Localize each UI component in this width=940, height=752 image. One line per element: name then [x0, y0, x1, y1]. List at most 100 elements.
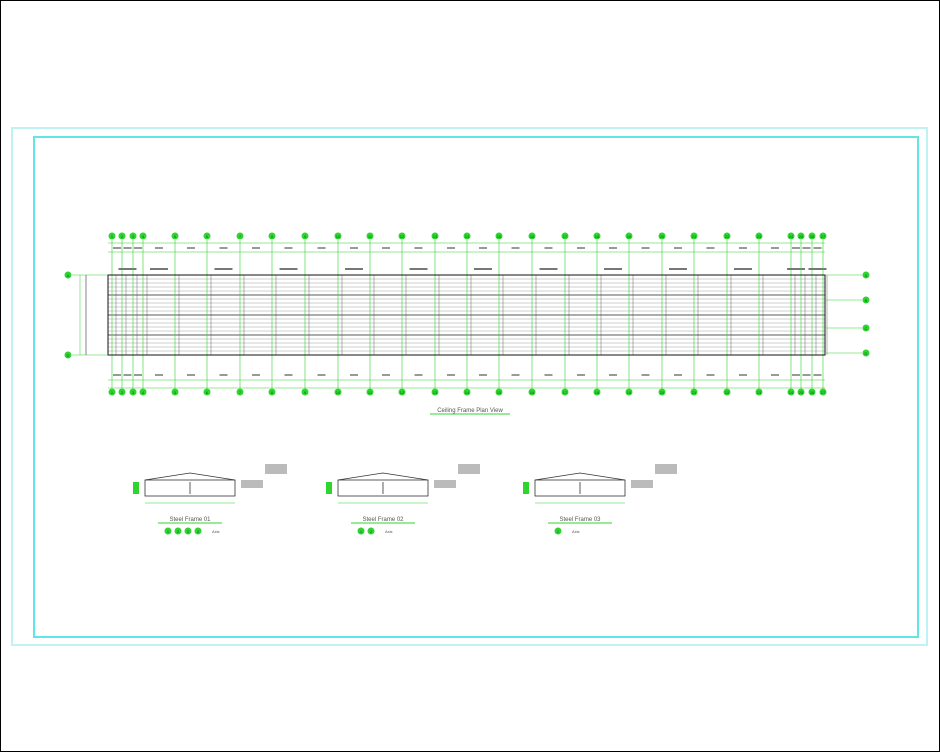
column-axis-bubble-bottom-label: 19: [627, 390, 632, 395]
dimension-text: [219, 247, 228, 249]
column-axis-bubble-bottom-label: 26: [810, 390, 815, 395]
section-axis-bubble-label: 1: [557, 529, 560, 534]
column-axis-bubble-top-label: 12: [400, 234, 405, 239]
dimension-text: [674, 374, 682, 376]
column-axis-bubble-bottom-label: 20: [660, 390, 665, 395]
column-axis-bubble-bottom: [495, 388, 503, 396]
member-tag: [279, 268, 298, 270]
dimension-text: [447, 247, 455, 249]
column-axis-bubble-top-label: 9: [304, 234, 307, 239]
dimension-text: [134, 247, 142, 249]
column-axis-bubble-bottom: [593, 388, 601, 396]
column-axis-bubble-bottom-label: 17: [563, 390, 568, 395]
column-axis-bubble-top-label: 8: [271, 234, 274, 239]
column-axis-bubble-bottom: [690, 388, 698, 396]
dimension-text: [317, 374, 326, 376]
member-tag: [604, 268, 622, 270]
height-dimension: [326, 482, 332, 494]
roof-line: [144, 472, 236, 481]
column-axis-bubble-bottom: [723, 388, 731, 396]
dimension-text: [284, 374, 293, 376]
column-axis-bubble-top: [593, 232, 601, 240]
annotation: [241, 480, 263, 488]
dimension-text: [706, 374, 715, 376]
row-axis-bubble-right-label: B: [865, 298, 868, 303]
column-axis-bubble-bottom-label: 10: [336, 390, 341, 395]
column-axis-bubble-bottom: [236, 388, 244, 396]
column-axis-bubble-bottom: [301, 388, 309, 396]
column-axis-bubble-top-label: 6: [206, 234, 209, 239]
column-axis-bubble-bottom: [171, 388, 179, 396]
section-axis-bubble: [174, 527, 182, 535]
dimension-text: [544, 247, 553, 249]
roof-line: [337, 472, 429, 481]
dimension-text: [577, 374, 585, 376]
column-axis-bubble-top: [690, 232, 698, 240]
section-axis-bubble: [367, 527, 375, 535]
section-axis-bubble-label: 4: [197, 529, 200, 534]
outer-border: [11, 127, 928, 646]
dimension-text: [187, 247, 195, 249]
row-axis-bubble-left-label: D: [67, 353, 70, 358]
column-axis-bubble-bottom: [366, 388, 374, 396]
plan-view: 1122334455667788991010111112121313141415…: [64, 232, 870, 396]
annotation: [434, 480, 456, 488]
column-axis-bubble-top: [171, 232, 179, 240]
column-axis-bubble-bottom: [625, 388, 633, 396]
column-axis-bubble-bottom: [808, 388, 816, 396]
column-axis-bubble-top: [398, 232, 406, 240]
column-axis-bubble-bottom: [819, 388, 827, 396]
section-title: Steel Frame 02: [362, 517, 404, 523]
dimension-text: [414, 247, 423, 249]
column-axis-bubble-top-label: 3: [132, 234, 135, 239]
column-axis-bubble-bottom-label: 6: [206, 390, 209, 395]
dimension-text: [641, 247, 650, 249]
column-axis-bubble-top: [203, 232, 211, 240]
member-tag: [118, 268, 137, 270]
dimension-text: [479, 247, 487, 249]
column-axis-bubble-top: [658, 232, 666, 240]
column-axis-bubble-top-label: 27: [821, 234, 826, 239]
inner-border: [33, 136, 919, 638]
member-tag: [539, 268, 558, 270]
section-axis-bubble: [164, 527, 172, 535]
column-axis-bubble-bottom: [108, 388, 116, 396]
column-axis-bubble-top-label: 11: [368, 234, 373, 239]
column-axis-bubble-top-label: 7: [239, 234, 242, 239]
member-tag: [787, 268, 805, 270]
section-axis-note: Axis: [212, 529, 220, 534]
dimension-text: [219, 374, 228, 376]
column-axis-bubble-top-label: 20: [660, 234, 665, 239]
column-axis-bubble-bottom: [463, 388, 471, 396]
column-axis-bubble-bottom-label: 27: [821, 390, 826, 395]
column-axis-bubble-top: [334, 232, 342, 240]
column-axis-bubble-bottom-label: 24: [789, 390, 794, 395]
dimension-text: [739, 247, 747, 249]
dimension-text: [350, 247, 358, 249]
dimension-text: [187, 374, 195, 376]
row-axis-bubble-right: [862, 296, 870, 304]
row-axis-bubble-right-label: D: [865, 351, 868, 356]
member-tag: [474, 268, 492, 270]
section-title: Steel Frame 01: [169, 517, 211, 523]
dimension-text: [771, 374, 779, 376]
plan-title: Ceiling Frame Plan View: [437, 408, 503, 414]
column-axis-bubble-top: [301, 232, 309, 240]
row-axis-bubble-right: [862, 324, 870, 332]
frame-outline: [337, 479, 429, 497]
plan-outline: [107, 274, 826, 356]
column-axis-bubble-bottom: [658, 388, 666, 396]
column-axis-bubble-top-label: 26: [810, 234, 815, 239]
column-axis-bubble-bottom: [118, 388, 126, 396]
dimension-text: [544, 374, 553, 376]
column-axis-bubble-top: [528, 232, 536, 240]
dimension-text: [123, 247, 132, 249]
section-axis-bubble: [357, 527, 365, 535]
dimension-text: [252, 247, 260, 249]
column-axis-bubble-bottom: [755, 388, 763, 396]
dimension-text: [609, 247, 617, 249]
column-axis-bubble-top-label: 16: [530, 234, 535, 239]
column-axis-bubble-top: [495, 232, 503, 240]
